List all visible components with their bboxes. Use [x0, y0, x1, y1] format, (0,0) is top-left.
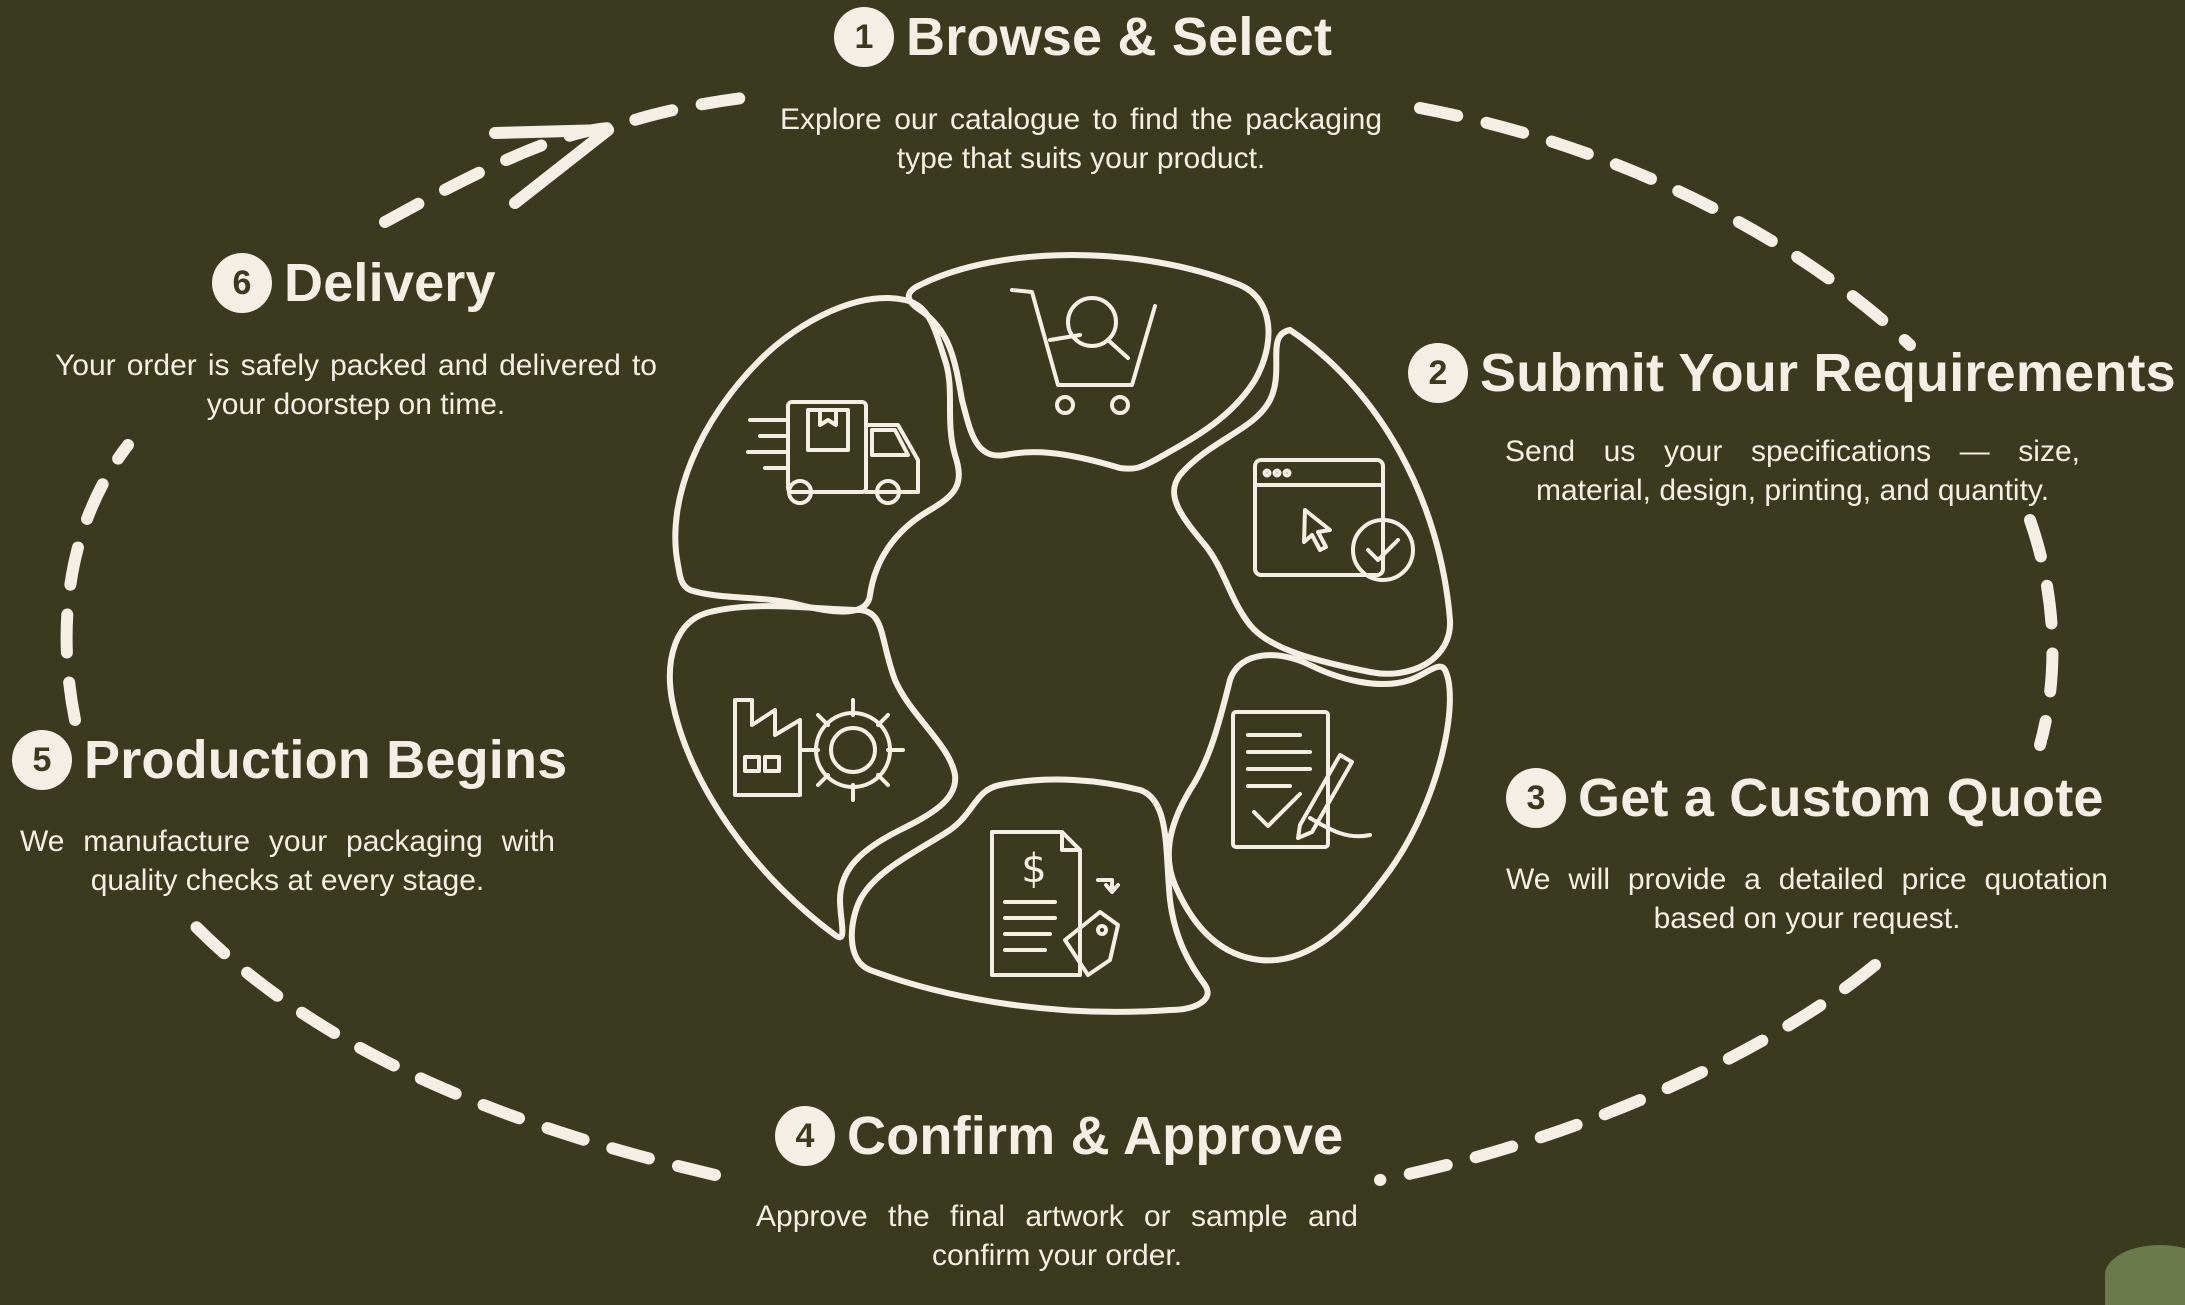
shopping-cart-search-icon [1010, 288, 1157, 415]
step-2-title: Submit Your Requirements [1480, 343, 2176, 403]
step-4-heading: 4 Confirm & Approve [775, 1105, 1343, 1167]
cycle-arrow-icon [489, 124, 614, 209]
dashed-arc-right [2024, 514, 2059, 751]
wheel-segment-2 [1171, 327, 1454, 677]
invoice-price-tag-icon: $ [990, 830, 1120, 977]
dashed-arc-top-right [1414, 102, 1916, 351]
process-wheel: $ [666, 252, 1454, 1015]
step-5: 5 Production Begins [12, 729, 567, 791]
step-3-number-badge: 3 [1506, 768, 1566, 828]
step-6: 6 Delivery [212, 252, 496, 314]
step-1-number-badge: 1 [834, 7, 894, 67]
wheel-segment-5 [666, 603, 959, 941]
step-2: 2 Submit Your Requirements [1408, 342, 2176, 404]
step-4: 4 Confirm & Approve [775, 1105, 1343, 1167]
document-sign-icon [1231, 710, 1372, 849]
step-1-description: Explore our catalogue to find the packag… [780, 103, 1382, 175]
wheel-segment-3 [1165, 652, 1453, 964]
step-5-heading: 5 Production Begins [12, 729, 567, 791]
step-6-number-badge: 6 [212, 253, 272, 313]
wheel-segment-4 [848, 776, 1211, 1015]
step-4-title: Confirm & Approve [847, 1106, 1344, 1166]
dashed-arc-bottom-left [174, 904, 721, 1181]
step-2-heading: 2 Submit Your Requirements [1408, 342, 2176, 404]
step-5-description: We manufacture your packaging with quali… [20, 825, 555, 897]
step-2-number-badge: 2 [1408, 343, 1468, 403]
step-1-title: Browse & Select [906, 7, 1333, 67]
step-5-title: Production Begins [84, 730, 568, 790]
browser-click-check-icon [1253, 458, 1415, 582]
step-1: 1 Browse & Select [834, 6, 1332, 68]
step-4-number-badge: 4 [775, 1106, 835, 1166]
step-5-number-badge: 5 [12, 730, 72, 790]
process-diagram: $ [12, 6, 2185, 1305]
step-6-description: Your order is safely packed and delivere… [55, 349, 657, 421]
dashed-arc-bottom-right [1374, 959, 1881, 1186]
step-6-title: Delivery [284, 253, 496, 313]
cycle-path [60, 90, 2059, 1186]
dashed-arc-left [60, 439, 134, 726]
step-3: 3 Get a Custom Quote [1506, 767, 2104, 829]
svg-text:$: $ [1021, 846, 1046, 892]
step-3-heading: 3 Get a Custom Quote [1506, 767, 2104, 829]
delivery-truck-icon [746, 400, 920, 505]
step-2-description: Send us your specifications — size, mate… [1505, 435, 2080, 507]
step-3-description: We will provide a detailed price quotati… [1506, 863, 2108, 935]
factory-gear-icon [733, 698, 905, 802]
step-1-heading: 1 Browse & Select [834, 6, 1332, 68]
wheel-segment-1 [905, 252, 1272, 472]
wheel-segment-6 [672, 295, 962, 615]
step-3-title: Get a Custom Quote [1578, 768, 2104, 828]
step-6-heading: 6 Delivery [212, 252, 496, 314]
step-4-description: Approve the final artwork or sample and … [756, 1200, 1358, 1272]
